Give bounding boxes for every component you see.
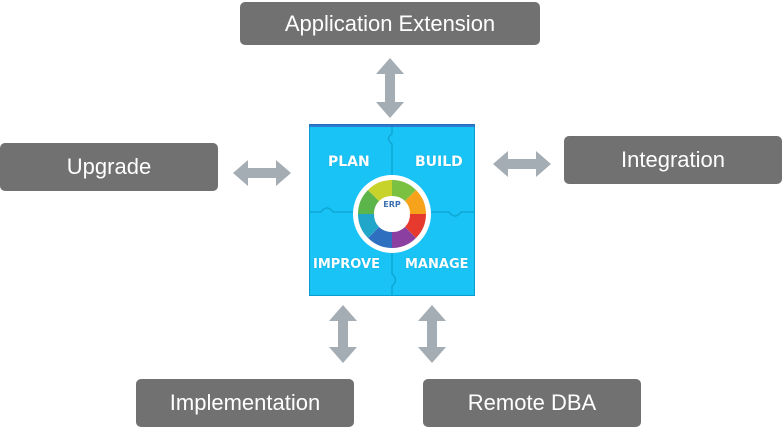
- manage-label: MANAGE: [405, 257, 469, 272]
- remote-dba-box: Remote DBA: [423, 379, 641, 427]
- integration-box: Integration: [564, 136, 782, 184]
- improve-label: IMPROVE: [313, 257, 380, 272]
- horizontal-double-arrow-right: [493, 151, 551, 177]
- horizontal-double-arrow-left: [233, 160, 291, 186]
- upgrade-label: Upgrade: [66, 154, 152, 179]
- vertical-double-arrow-bottom-right: [418, 305, 446, 363]
- application-extension-box: Application Extension: [240, 2, 540, 45]
- vertical-double-arrow-bottom-left: [329, 305, 357, 363]
- erp-wheel-label: ERP: [383, 200, 401, 209]
- integration-label: Integration: [621, 147, 725, 172]
- implementation-box: Implementation: [136, 379, 354, 427]
- vertical-double-arrow-top: [376, 58, 404, 118]
- erp-wheel-icon: [353, 175, 431, 253]
- application-extension-label: Application Extension: [284, 10, 496, 36]
- plan-label: PLAN: [328, 154, 370, 170]
- upgrade-box: Upgrade: [0, 143, 218, 191]
- erp-cycle-panel: PLAN BUILD IMPROVE MANAGE ERP: [308, 123, 476, 297]
- build-label: BUILD: [415, 154, 463, 170]
- implementation-label: Implementation: [169, 390, 321, 415]
- remote-dba-label: Remote DBA: [467, 390, 597, 415]
- puzzle-background: [308, 123, 476, 297]
